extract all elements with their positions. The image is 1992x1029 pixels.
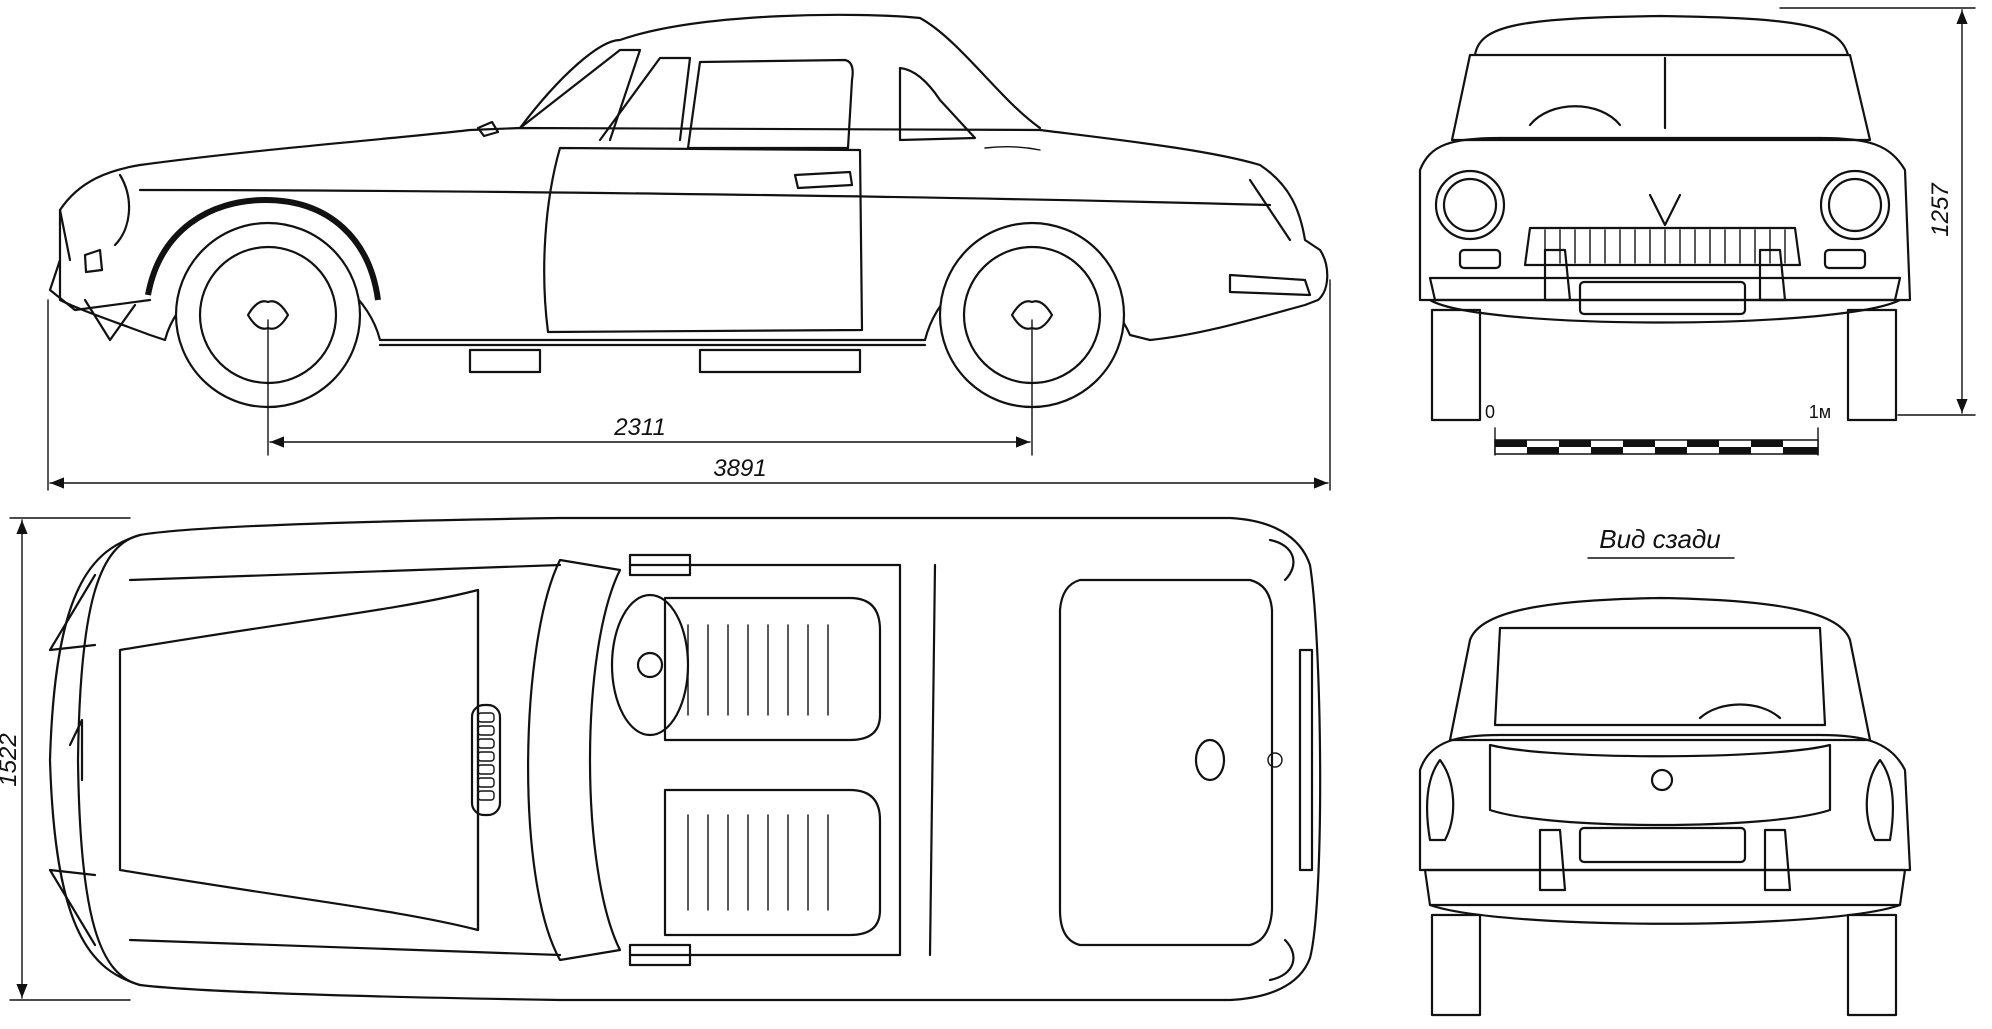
- height-label: 1257: [1927, 182, 1954, 237]
- wheelbase-label: 2311: [613, 414, 666, 441]
- front-grille-bars: [1544, 229, 1786, 264]
- scale-end-label: 1м: [1809, 402, 1831, 422]
- width-dimension: 1522: [0, 517, 131, 1001]
- rear-view-title: Вид сзади: [1599, 524, 1720, 554]
- seat-left-pleats: [687, 624, 829, 716]
- mg-badge-icon: [1194, 738, 1226, 782]
- front-view: [1418, 14, 1912, 422]
- length-label: 3891: [713, 455, 766, 482]
- side-view: [48, 13, 1329, 409]
- height-dimension: 1257: [1779, 7, 1976, 416]
- scale-bar: 0 1м: [1485, 402, 1831, 456]
- rear-badge-icon: [1650, 768, 1674, 792]
- rear-view: Вид сзади: [1418, 524, 1912, 1017]
- bonnet-vent-slots: [477, 712, 495, 801]
- width-label: 1522: [0, 733, 22, 786]
- seat-right-pleats: [687, 814, 829, 911]
- top-view: [48, 516, 1322, 1002]
- scale-start-label: 0: [1485, 402, 1495, 422]
- side-dimensions: 2311 3891: [47, 279, 1331, 491]
